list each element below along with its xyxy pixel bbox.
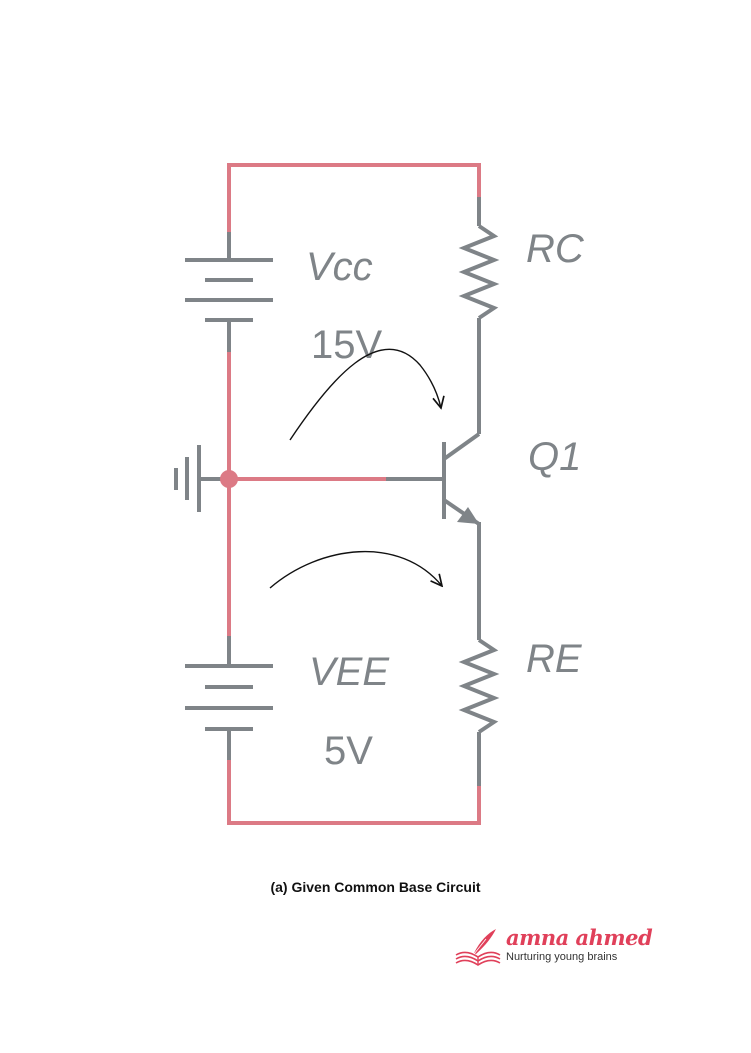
figure-caption: (a) Given Common Base Circuit: [270, 879, 481, 895]
brand-logo: amna ahmed Nurturing young brains: [452, 925, 653, 970]
vcc-battery-symbol: [185, 232, 273, 352]
vee-label: VEE: [309, 650, 390, 694]
vee-battery-symbol: [185, 636, 273, 760]
vcc-value: 15V: [311, 323, 382, 367]
lower-current-arrow: [269, 550, 442, 589]
brand-tagline: Nurturing young brains: [506, 951, 618, 963]
wire-bottom: [227, 760, 481, 825]
open-book-quill-icon: [455, 929, 501, 966]
q1-transistor-symbol: [386, 432, 481, 640]
q1-label: Q1: [528, 435, 581, 479]
junction-node: [220, 470, 238, 488]
rc-label: RC: [526, 227, 585, 271]
upper-current-arrow: [289, 348, 441, 441]
vee-value: 5V: [324, 729, 373, 773]
brand-name: amna ahmed: [506, 925, 653, 950]
re-resistor-symbol: [458, 638, 500, 786]
rc-resistor-symbol: [458, 197, 500, 434]
re-label: RE: [526, 637, 583, 681]
vcc-label: Vcc: [306, 245, 373, 289]
ground-symbol: [174, 445, 229, 512]
wire-top: [227, 163, 481, 232]
